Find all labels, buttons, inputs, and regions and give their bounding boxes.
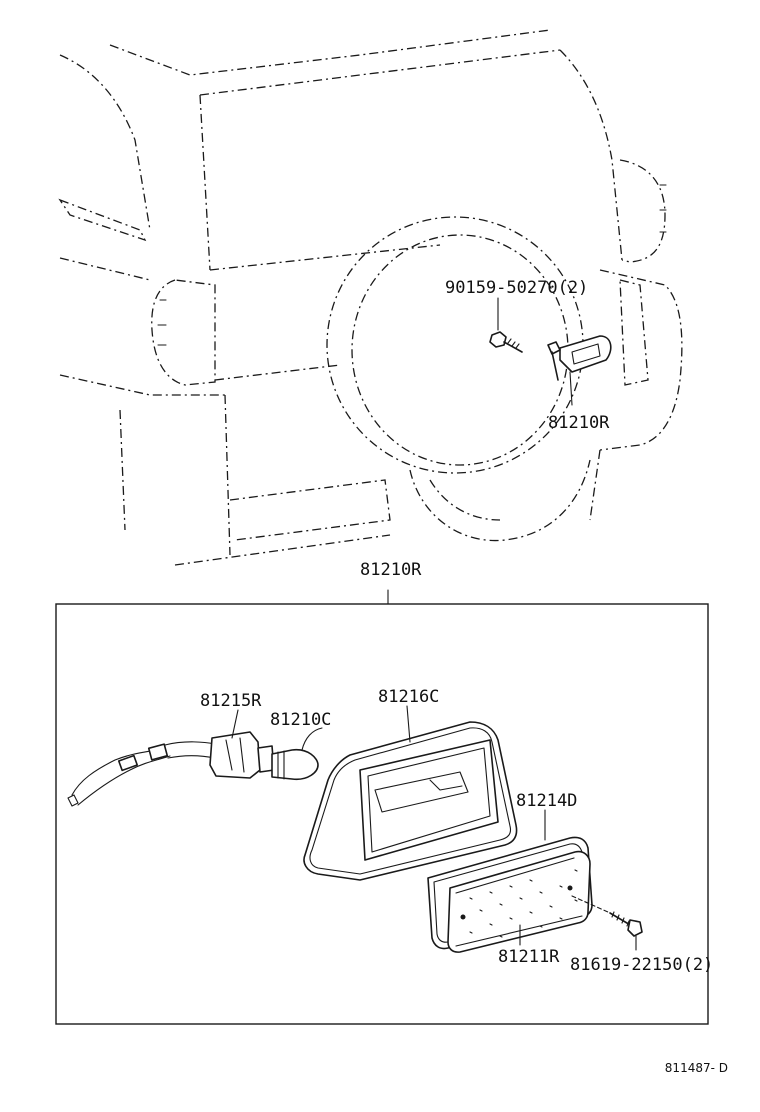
socket-harness: [67, 731, 275, 807]
lamp-housing: [303, 721, 518, 881]
label-lens: 81211R: [498, 947, 560, 967]
label-gasket: 81214D: [516, 791, 577, 811]
label-assembly-header: 81210R: [360, 560, 422, 580]
label-top-lamp: 81210R: [548, 413, 610, 433]
leader-housing: [406, 705, 411, 743]
vehicle-rear-illustration: [58, 29, 683, 566]
label-screw: 81619-22150(2): [570, 955, 713, 975]
lens: [447, 850, 591, 953]
label-socket: 81215R: [200, 691, 262, 711]
bulb: [271, 748, 319, 781]
label-top-bolt: 90159-50270(2): [445, 278, 588, 298]
leader-socket: [231, 709, 239, 739]
label-bulb: 81210C: [270, 710, 331, 730]
screw: [571, 895, 643, 937]
license-lamp-small: [547, 335, 612, 381]
leader-top-lamp: [569, 371, 573, 406]
diagram-code: 811487- D: [665, 1061, 728, 1075]
leader-bulb: [301, 727, 323, 751]
wheel-bolt-small: [489, 331, 523, 353]
label-housing: 81216C: [378, 687, 439, 707]
assembly-frame: [55, 603, 709, 1025]
